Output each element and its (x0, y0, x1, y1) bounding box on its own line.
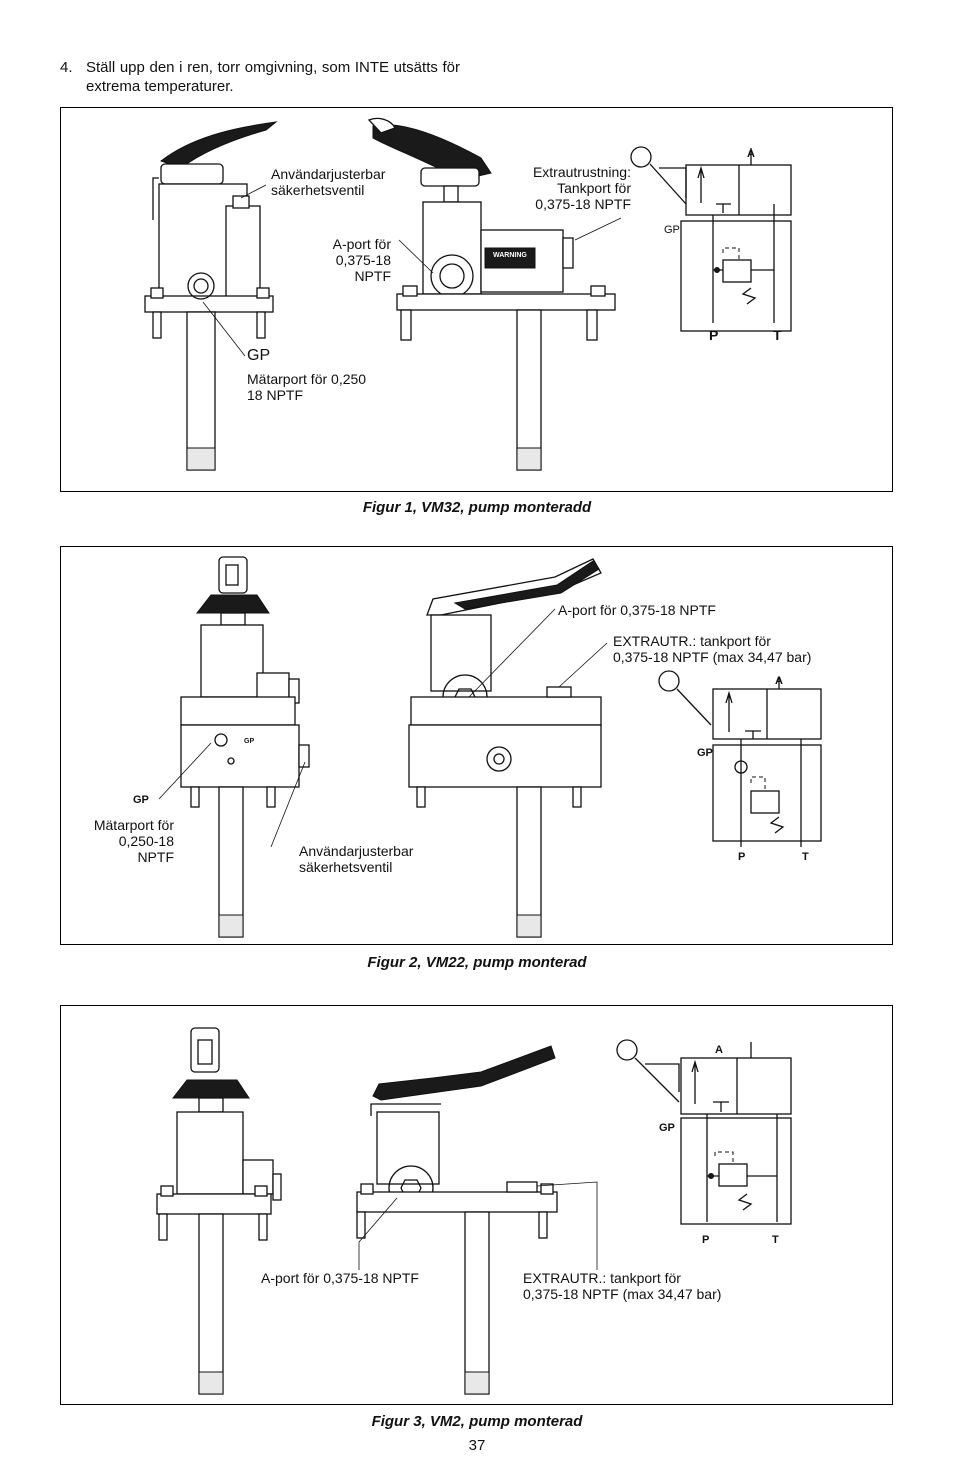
pump-vm22-side-view (180, 556, 310, 938)
label-relief-valve: Användarjusterbar säkerhetsventil (271, 166, 386, 198)
symbol-label-a: A (747, 148, 755, 160)
label-tank-port: Extrautrustning: Tankport för 0,375-18 N… (532, 164, 631, 212)
figure-2-caption: Figur 2, VM22, pump monterad (367, 954, 587, 971)
body-gp-marking: GP (244, 738, 255, 745)
symbol-label-t: T (772, 1234, 779, 1246)
figure-1: Användarjusterbar säkerhetsventil A-port… (60, 107, 893, 492)
figure-2-leaders (158, 608, 608, 848)
label-gp: GP (133, 794, 149, 806)
symbol-label-a: A (775, 675, 783, 687)
symbol-label-gp: GP (664, 224, 680, 236)
symbol-label-p: P (702, 1234, 710, 1246)
figure-1-caption: Figur 1, VM32, pump monteradd (362, 499, 592, 516)
list-number: 4. (60, 59, 73, 76)
figure-3-caption: Figur 3, VM2, pump monterad (371, 1413, 583, 1430)
symbol-label-p: P (738, 851, 746, 863)
figure-2: A-port för 0,375-18 NPTF EXTRAUTR.: tank… (60, 546, 893, 945)
label-a-port: A-port för 0,375-18 NPTF (558, 602, 716, 618)
pump-vm32-front-view (367, 117, 616, 471)
pump-vm2-side-view (156, 1027, 282, 1395)
label-tank-port: EXTRAUTR.: tankport för 0,375-18 NPTF (m… (523, 1270, 722, 1302)
figure-1-leaders (202, 184, 622, 357)
label-tank-port: EXTRAUTR.: tankport för 0,375-18 NPTF (m… (613, 633, 812, 665)
figure-3: A-port för 0,375-18 NPTF EXTRAUTR.: tank… (60, 1005, 893, 1405)
symbol-label-gp: GP (697, 747, 713, 759)
symbol-label-p: P (709, 327, 719, 343)
symbol-label-gp: GP (659, 1122, 675, 1134)
label-gp: GP (247, 347, 271, 364)
warning-label: WARNING (493, 252, 527, 259)
page-number: 37 (468, 1437, 486, 1454)
pump-vm22-front-view (408, 558, 602, 938)
symbol-label-a: A (715, 1044, 723, 1056)
label-gauge-port: Mätarport för 0,250 18 NPTF (247, 371, 367, 403)
hydraulic-symbol-3 (616, 1039, 792, 1225)
intro-text: Ställ upp den i ren, torr omgivning, som… (86, 59, 460, 95)
figure-3-drawing (156, 1027, 792, 1395)
hydraulic-symbol-2 (658, 670, 822, 847)
intro-paragraph: 4. Ställ upp den i ren, torr omgivning, … (60, 58, 460, 96)
symbol-label-t: T (773, 327, 782, 343)
symbol-label-t: T (802, 851, 809, 863)
figure-1-drawing (144, 117, 792, 471)
label-a-port: A-port för 0,375-18 NPTF (261, 1270, 419, 1286)
hydraulic-symbol-1 (630, 146, 792, 332)
label-a-port: A-port för 0,375-18 NPTF (332, 236, 391, 284)
pump-vm2-front-view (356, 1045, 558, 1395)
figure-2-drawing (158, 556, 822, 938)
pump-vm32-side-view (144, 121, 278, 471)
label-gauge-port: Mätarport för 0,250-18 NPTF (93, 817, 174, 865)
figure-3-leaders (358, 1181, 598, 1270)
label-relief-valve: Användarjusterbar säkerhetsventil (299, 843, 414, 875)
